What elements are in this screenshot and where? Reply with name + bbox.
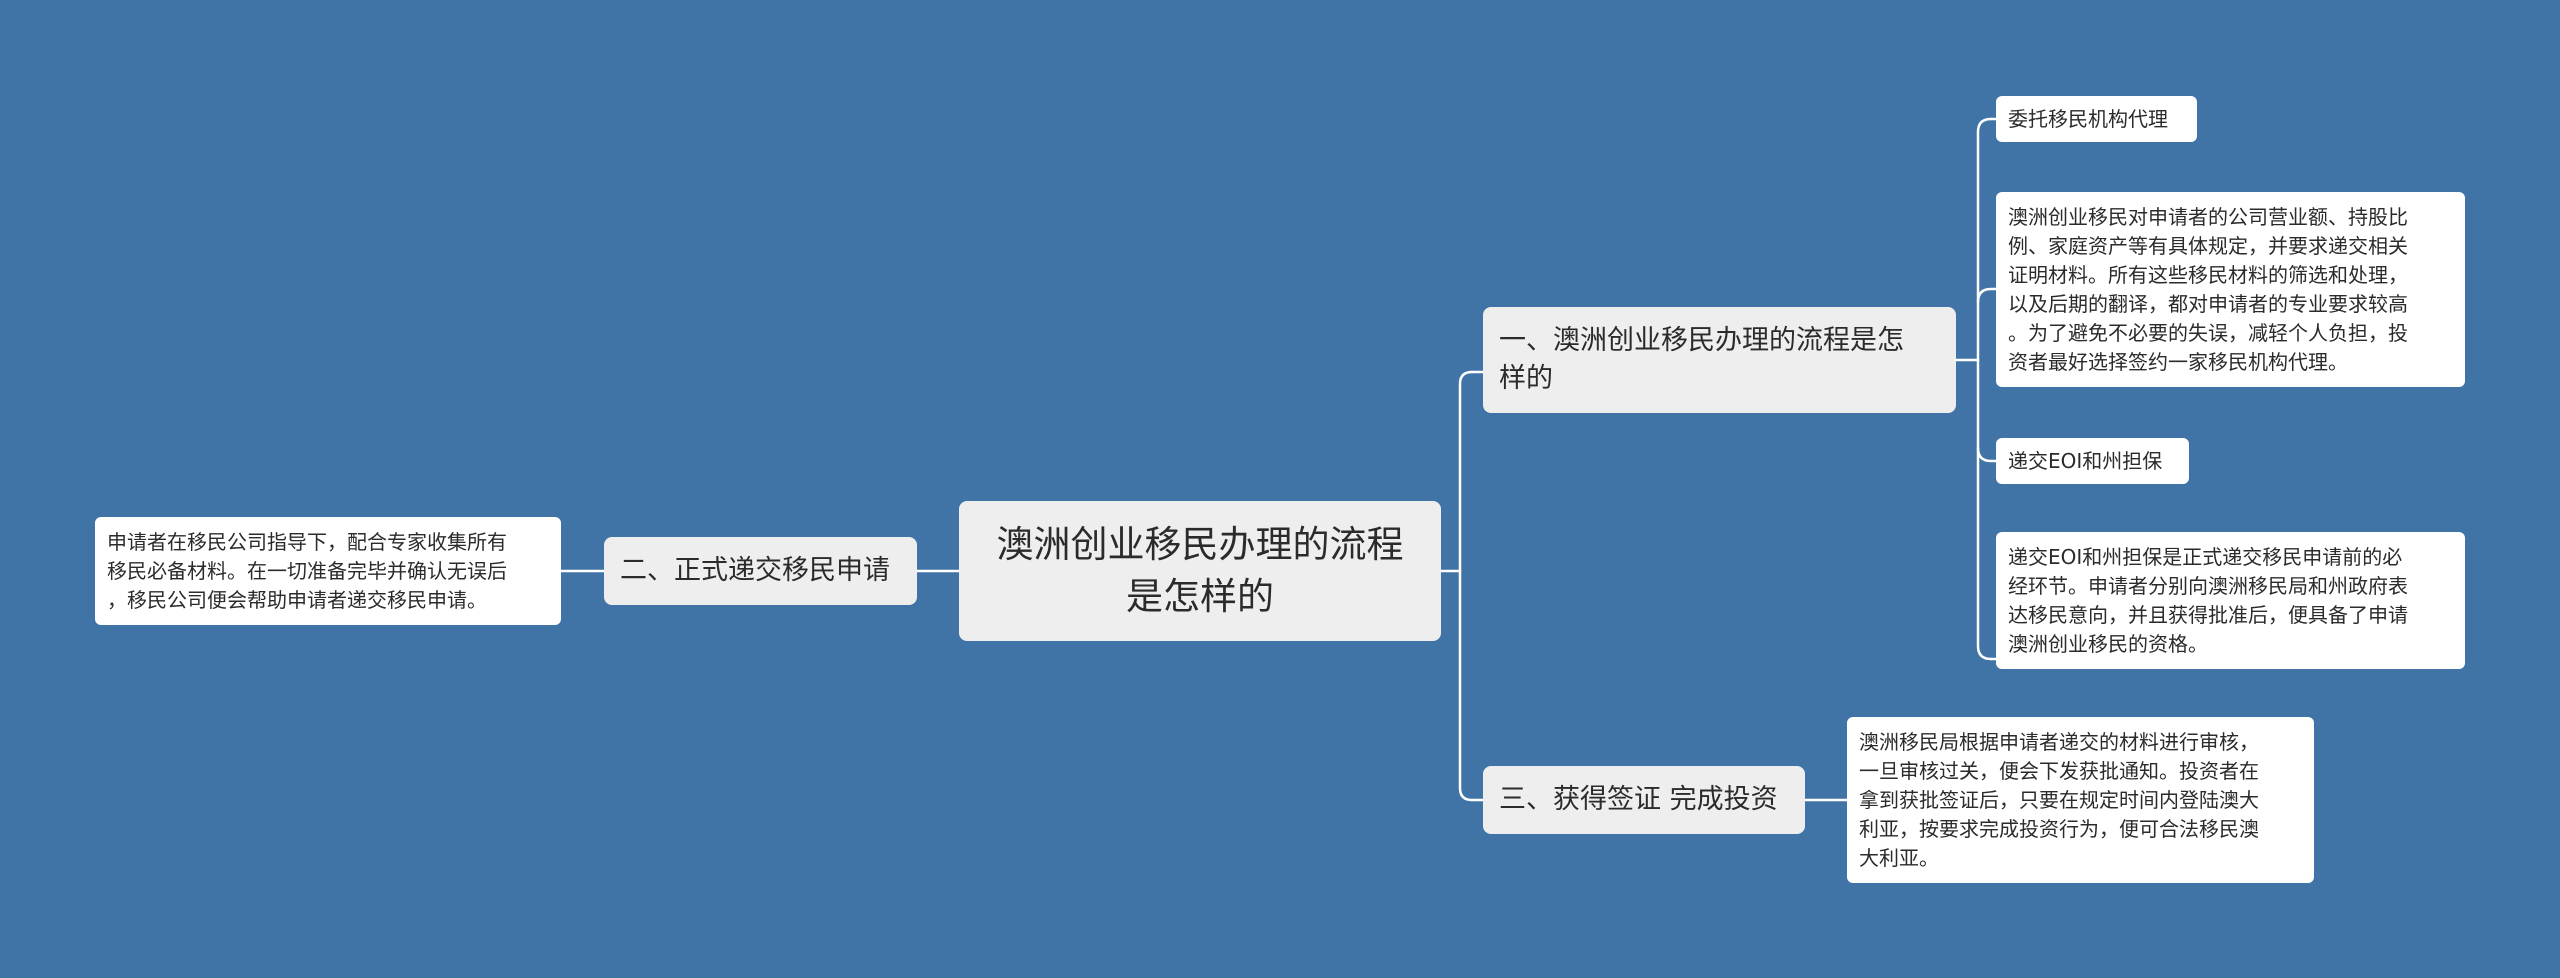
connector-trunk-right	[1458, 370, 1474, 802]
leaf-3-1-text: 澳洲移民局根据申请者递交的材料进行审核， 一旦审核过关，便会下发获批通知。投资者…	[1859, 729, 2259, 870]
leaf-2-1-text: 申请者在移民公司指导下，配合专家收集所有 移民必备材料。在一切准备完毕并确认无误…	[107, 529, 507, 612]
leaf-1-4-text: 递交EOI和州担保是正式递交移民申请前的必 经环节。申请者分别向澳洲移民局和州政…	[2008, 544, 2408, 656]
leaf-1-4[interactable]: 递交EOI和州担保是正式递交移民申请前的必 经环节。申请者分别向澳洲移民局和州政…	[1996, 532, 2465, 669]
connector-leaf-2	[1976, 287, 1998, 304]
leaf-3-1[interactable]: 澳洲移民局根据申请者递交的材料进行审核， 一旦审核过关，便会下发获批通知。投资者…	[1847, 717, 2314, 883]
leaf-2-1[interactable]: 申请者在移民公司指导下，配合专家收集所有 移民必备材料。在一切准备完毕并确认无误…	[95, 517, 561, 625]
branch-topic-3[interactable]: 三、获得签证 完成投资	[1483, 766, 1805, 834]
branch-topic-1-label: 一、澳洲创业移民办理的流程是怎 样的	[1499, 325, 1904, 394]
leaf-1-3[interactable]: 递交EOI和州担保	[1996, 438, 2189, 484]
branch-topic-2-label: 二、正式递交移民申请	[620, 555, 890, 586]
branch-topic-2[interactable]: 二、正式递交移民申请	[604, 537, 917, 605]
leaf-1-1-text: 委托移民机构代理	[2008, 106, 2168, 131]
leaf-1-1[interactable]: 委托移民机构代理	[1996, 96, 2197, 142]
branch-topic-1[interactable]: 一、澳洲创业移民办理的流程是怎 样的	[1483, 307, 1956, 413]
root-topic[interactable]: 澳洲创业移民办理的流程 是怎样的	[959, 501, 1441, 641]
connector-trunk-branch-1	[1976, 117, 1993, 661]
connector-leaf-3	[1976, 446, 1998, 463]
leaf-1-3-text: 递交EOI和州担保	[2008, 448, 2163, 473]
leaf-1-2-text: 澳洲创业移民对申请者的公司营业额、持股比 例、家庭资产等有具体规定，并要求递交相…	[2008, 204, 2408, 374]
branch-topic-3-label: 三、获得签证 完成投资	[1499, 784, 1778, 815]
leaf-1-2[interactable]: 澳洲创业移民对申请者的公司营业额、持股比 例、家庭资产等有具体规定，并要求递交相…	[1996, 192, 2465, 387]
root-topic-label: 澳洲创业移民办理的流程 是怎样的	[996, 523, 1404, 618]
